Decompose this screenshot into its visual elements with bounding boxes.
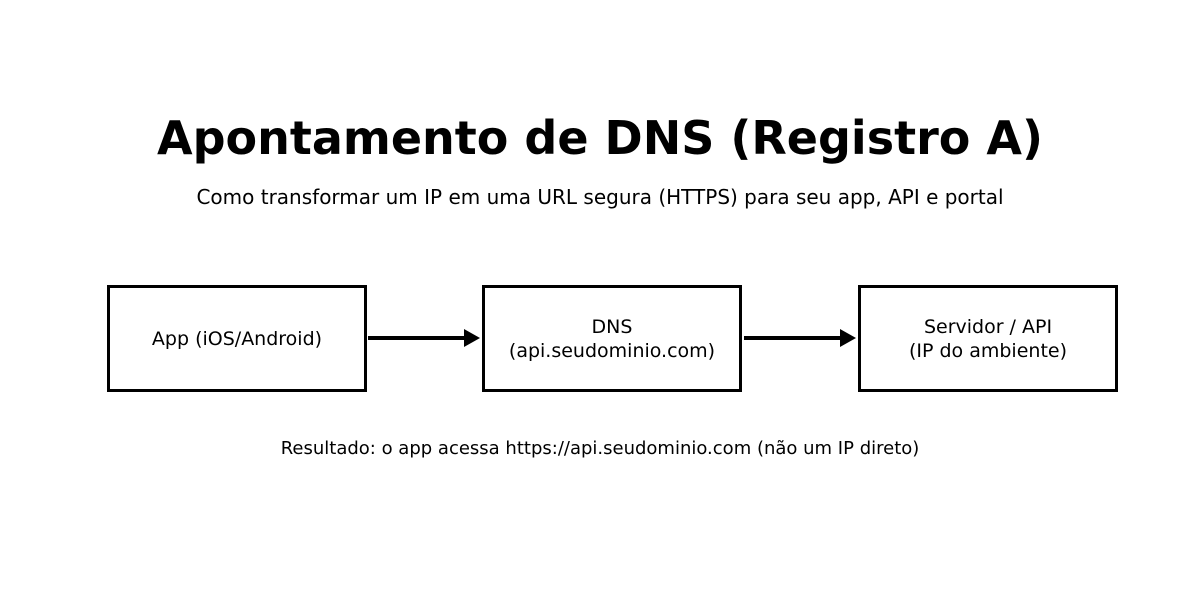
node-app: App (iOS/Android) [107,285,367,392]
arrow-app-to-dns-head-icon [464,329,480,347]
node-server-label-line2: (IP do ambiente) [908,339,1067,362]
node-dns: DNS (api.seudominio.com) [482,285,742,392]
result-text: Resultado: o app acessa https://api.seud… [280,438,920,459]
node-app-label: App (iOS/Android) [151,327,323,350]
page-title: Apontamento de DNS (Registro A) [157,111,1043,165]
arrow-dns-to-server-line [744,336,843,340]
node-dns-label-line2: (api.seudominio.com) [508,339,716,362]
node-server: Servidor / API (IP do ambiente) [858,285,1118,392]
page-subtitle: Como transformar um IP em uma URL segura… [196,185,1004,209]
arrow-app-to-dns-line [368,336,467,340]
node-dns-label-line1: DNS [591,315,633,338]
arrow-dns-to-server-head-icon [840,329,856,347]
node-server-label-line1: Servidor / API [923,315,1053,338]
